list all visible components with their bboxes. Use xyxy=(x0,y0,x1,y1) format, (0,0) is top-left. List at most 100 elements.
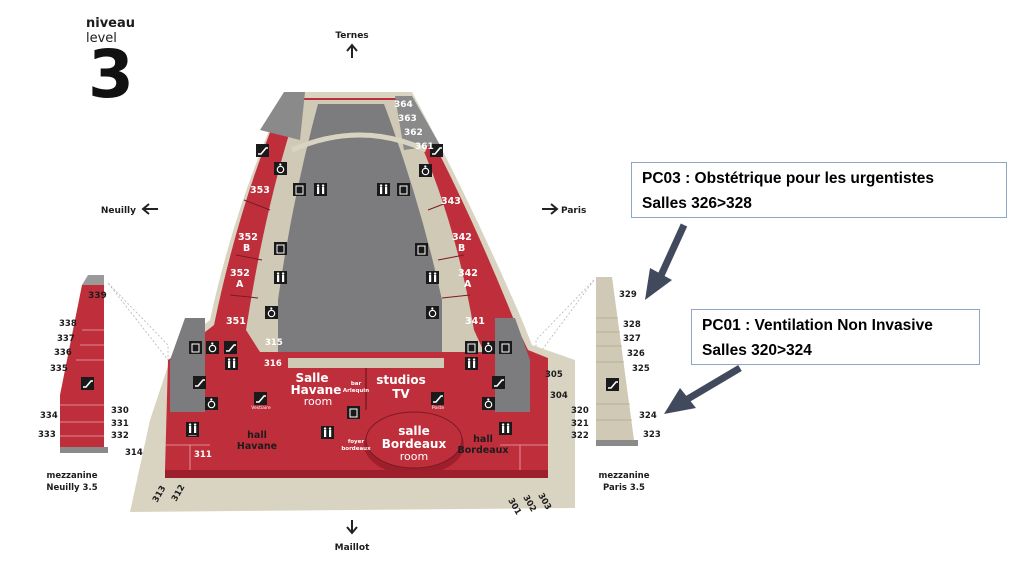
escalator-icon xyxy=(491,375,506,390)
callout-arrows xyxy=(645,223,742,414)
room-304: 304 xyxy=(550,391,568,401)
accessibility-icon xyxy=(205,340,220,355)
accessibility-icon xyxy=(418,163,433,178)
room-342b-letter: B xyxy=(458,243,465,254)
restroom-icon xyxy=(321,426,334,439)
room-334: 334 xyxy=(40,411,58,421)
room-335: 335 xyxy=(50,364,68,374)
salle-havane-line2: Havane xyxy=(291,383,342,397)
direction-south-label: Maillot xyxy=(335,543,370,553)
room-342b-number: 342 xyxy=(452,232,472,243)
poste-caption: Poste xyxy=(432,405,444,411)
info-point-icon xyxy=(430,391,445,406)
room-311: 311 xyxy=(194,450,212,460)
room-342a-letter: A xyxy=(464,279,472,290)
mezzanine-link-line xyxy=(535,279,595,360)
salle-bordeaux-line3: room xyxy=(400,450,428,463)
level-number: 3 xyxy=(88,36,134,113)
escalator-icon xyxy=(192,375,207,390)
escalator-icon xyxy=(223,340,238,355)
room-328: 328 xyxy=(623,320,641,330)
level-label-en: level xyxy=(86,31,117,46)
salle-havane-line1: Salle xyxy=(295,371,328,385)
studios-tv-line1: studios xyxy=(376,373,426,387)
hall-bordeaux-line1: hall xyxy=(473,434,493,445)
accessibility-icon xyxy=(481,340,496,355)
room-361: 361 xyxy=(415,142,434,152)
direction-arrows xyxy=(141,43,559,535)
direction-west-label: Neuilly xyxy=(101,206,136,216)
room-327: 327 xyxy=(623,334,641,344)
room-336: 336 xyxy=(54,348,72,358)
elevator-icon xyxy=(464,340,479,355)
room-325: 325 xyxy=(632,364,650,374)
callout-pc03-title: PC03 : Obstétrique pour les urgentistes xyxy=(642,170,934,187)
bar-line1: bar xyxy=(351,381,362,387)
room-333: 333 xyxy=(38,430,56,440)
main-floor xyxy=(130,92,575,512)
restroom-icon xyxy=(426,271,439,284)
room-324: 324 xyxy=(639,411,657,421)
bar-line2: Arlequin xyxy=(343,388,369,394)
room-330: 330 xyxy=(111,406,129,416)
accessibility-icon xyxy=(264,305,279,320)
room-323: 323 xyxy=(643,430,661,440)
vestiaire-caption: Vestiaire xyxy=(251,405,271,411)
room-353: 353 xyxy=(250,185,270,196)
elevator-icon xyxy=(498,340,513,355)
room-315: 315 xyxy=(265,338,283,348)
elevator-icon xyxy=(396,182,411,197)
room-341: 341 xyxy=(465,316,485,327)
mezzanine-neuilly-line1: mezzanine xyxy=(46,471,97,481)
mezzanine-paris xyxy=(596,277,638,446)
studios-tv-line2: TV xyxy=(392,387,410,401)
escalator-icon xyxy=(255,143,270,158)
restroom-icon xyxy=(186,422,199,435)
room-322: 322 xyxy=(571,431,589,441)
hall-bordeaux-line2: Bordeaux xyxy=(458,445,509,456)
foyer-line1: foyer xyxy=(348,439,364,445)
mezzanine-neuilly xyxy=(60,275,108,453)
room-337: 337 xyxy=(57,334,75,344)
accessibility-icon xyxy=(425,305,440,320)
level-label-fr: niveau xyxy=(86,16,136,31)
salle-bordeaux-line1: salle xyxy=(398,424,430,438)
callout-pc03: PC03 : Obstétrique pour les urgentistes … xyxy=(631,162,1007,218)
room-352a-number: 352 xyxy=(230,268,250,279)
escalator-icon xyxy=(80,376,95,391)
direction-east-label: Paris xyxy=(561,206,586,216)
room-351: 351 xyxy=(226,316,246,327)
room-362: 362 xyxy=(404,128,423,138)
mezzanine-paris-line1: mezzanine xyxy=(598,471,649,481)
mezzanine-neuilly-line2: Neuilly 3.5 xyxy=(46,483,97,493)
room-352b-number: 352 xyxy=(238,232,258,243)
mezzanine-paris-line2: Paris 3.5 xyxy=(603,483,645,493)
room-342a-number: 342 xyxy=(458,268,478,279)
room-332: 332 xyxy=(111,431,129,441)
room-316: 316 xyxy=(264,359,282,369)
restroom-icon xyxy=(377,183,390,196)
room-364: 364 xyxy=(394,100,413,110)
room-338: 338 xyxy=(59,319,77,329)
room-343: 343 xyxy=(441,196,461,207)
elevator-icon xyxy=(188,340,203,355)
callout-pc01: PC01 : Ventilation Non Invasive Salles 3… xyxy=(691,309,980,365)
room-314: 314 xyxy=(125,448,143,458)
restroom-icon xyxy=(465,357,478,370)
mezzanine-link-line xyxy=(107,282,169,362)
elevator-icon xyxy=(292,182,307,197)
room-339: 339 xyxy=(88,291,107,301)
accessibility-icon xyxy=(481,396,496,411)
room-320: 320 xyxy=(571,406,589,416)
restroom-icon xyxy=(314,183,327,196)
restroom-icon xyxy=(225,357,238,370)
restroom-icon xyxy=(274,271,287,284)
restroom-icon xyxy=(499,422,512,435)
room-329: 329 xyxy=(619,290,637,300)
room-305: 305 xyxy=(545,370,563,380)
room-352a-letter: A xyxy=(236,279,244,290)
elevator-icon xyxy=(414,242,429,257)
accessibility-icon xyxy=(204,396,219,411)
room-331: 331 xyxy=(111,419,129,429)
